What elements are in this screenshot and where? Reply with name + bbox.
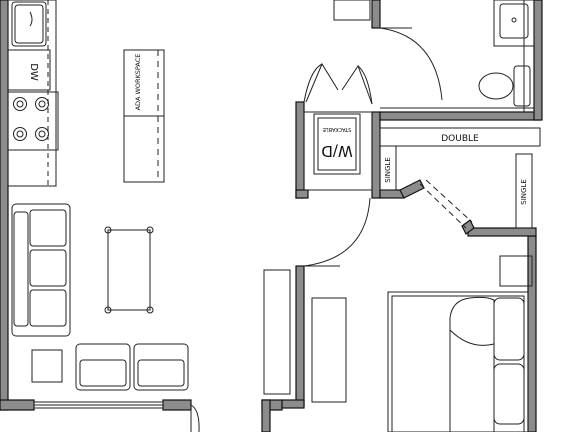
- table-leg: [104, 306, 112, 314]
- end-table: [31, 349, 63, 383]
- armchair: [133, 343, 189, 391]
- wall-right-upper: [533, 0, 543, 121]
- burner-icon: [13, 127, 27, 141]
- bedroom: [263, 255, 533, 432]
- burner-icon: [35, 127, 49, 141]
- table-leg: [104, 226, 112, 234]
- workspace-label: ADA WORKSPACE: [134, 54, 142, 111]
- toilet-bowl: [478, 72, 514, 100]
- coffee-table: [107, 229, 151, 311]
- wall-laundry-right: [371, 111, 381, 199]
- vanity: [493, 0, 535, 47]
- bath-door-swing: [379, 27, 443, 101]
- bedroom-door-swing: [303, 197, 371, 267]
- wall-bath-bottom: [379, 111, 541, 121]
- sofa-cushion: [29, 289, 67, 327]
- wall-bottom-mid: [162, 399, 192, 411]
- armchair-seat: [79, 359, 127, 387]
- burner-icon: [16, 130, 24, 138]
- table-leg: [146, 306, 154, 314]
- entry-door: [190, 404, 200, 432]
- table-leg: [146, 226, 154, 234]
- closet-door-dashed: [425, 179, 473, 223]
- wall-angle-left: [399, 179, 425, 199]
- washer-dryer-label: W/D: [321, 142, 352, 160]
- laundry: [303, 62, 373, 191]
- bifold-door: [341, 64, 373, 105]
- single-closet-right-label: SINGLE: [520, 179, 528, 205]
- sofa-cushion: [29, 209, 67, 247]
- bench: [311, 297, 347, 403]
- hall-cabinet: [333, 0, 371, 21]
- wall-bath-left: [371, 0, 381, 29]
- wall-bottom-right-b: [261, 399, 271, 432]
- single-shelf-left: [379, 145, 397, 191]
- stackable-label: STACKABLE: [323, 126, 352, 132]
- armchair: [75, 343, 131, 391]
- walls: [0, 0, 543, 432]
- single-closet-left-label: SINGLE: [384, 157, 392, 183]
- faucet-icon: [29, 11, 33, 27]
- toilet-tank: [513, 65, 531, 107]
- wall-bedroom-bottom: [281, 399, 305, 409]
- closet-door-dashed: [419, 183, 467, 229]
- burner-icon: [35, 97, 49, 111]
- pillow: [493, 363, 525, 425]
- wall-bottom-left: [0, 399, 35, 411]
- bed-inner: [391, 295, 525, 432]
- workspace: [123, 49, 165, 183]
- blanket-fold-curve: [449, 329, 495, 346]
- wall-right-lower-b: [467, 227, 537, 237]
- bifold-swing: [357, 65, 373, 105]
- wall-laundry-bottom: [295, 189, 309, 199]
- kitchen-sink-basin: [14, 4, 44, 44]
- burner-icon: [38, 130, 46, 138]
- wall-left-exterior: [0, 0, 9, 411]
- entry-door-swing: [190, 404, 200, 432]
- bed: [387, 291, 529, 432]
- drain-icon: [511, 17, 517, 23]
- burner-icon: [16, 100, 24, 108]
- wall-laundry-left: [295, 101, 305, 199]
- vanity-sink: [499, 3, 529, 39]
- kitchen: [7, 0, 59, 187]
- wall-bedroom-left: [295, 265, 305, 407]
- living-room: [11, 203, 189, 409]
- dresser: [263, 269, 291, 395]
- wall-angle-right: [461, 219, 475, 235]
- double-closet-label: DOUBLE: [441, 134, 479, 144]
- hall-doors: [303, 0, 443, 267]
- range: [7, 91, 59, 151]
- closet: [379, 127, 541, 229]
- armchair-seat: [137, 359, 185, 387]
- blanket-fold: [449, 296, 495, 432]
- closet-shelf: [379, 127, 541, 147]
- sofa-back: [13, 211, 29, 327]
- sofa-cushion: [29, 249, 67, 287]
- bathroom: [380, 0, 535, 112]
- pillow: [493, 297, 525, 361]
- burner-icon: [13, 97, 27, 111]
- bifold-door: [305, 62, 339, 103]
- dishwasher-label: DW: [28, 63, 39, 81]
- sofa: [11, 203, 71, 337]
- single-shelf-right: [515, 153, 533, 229]
- washer-dryer-inner: [317, 117, 357, 171]
- angled-walls: [399, 179, 475, 235]
- kitchen-sink: [11, 1, 47, 47]
- nightstand: [499, 255, 533, 287]
- laundry-closet: [303, 111, 373, 191]
- burner-icon: [38, 100, 46, 108]
- bifold-swing: [303, 63, 323, 103]
